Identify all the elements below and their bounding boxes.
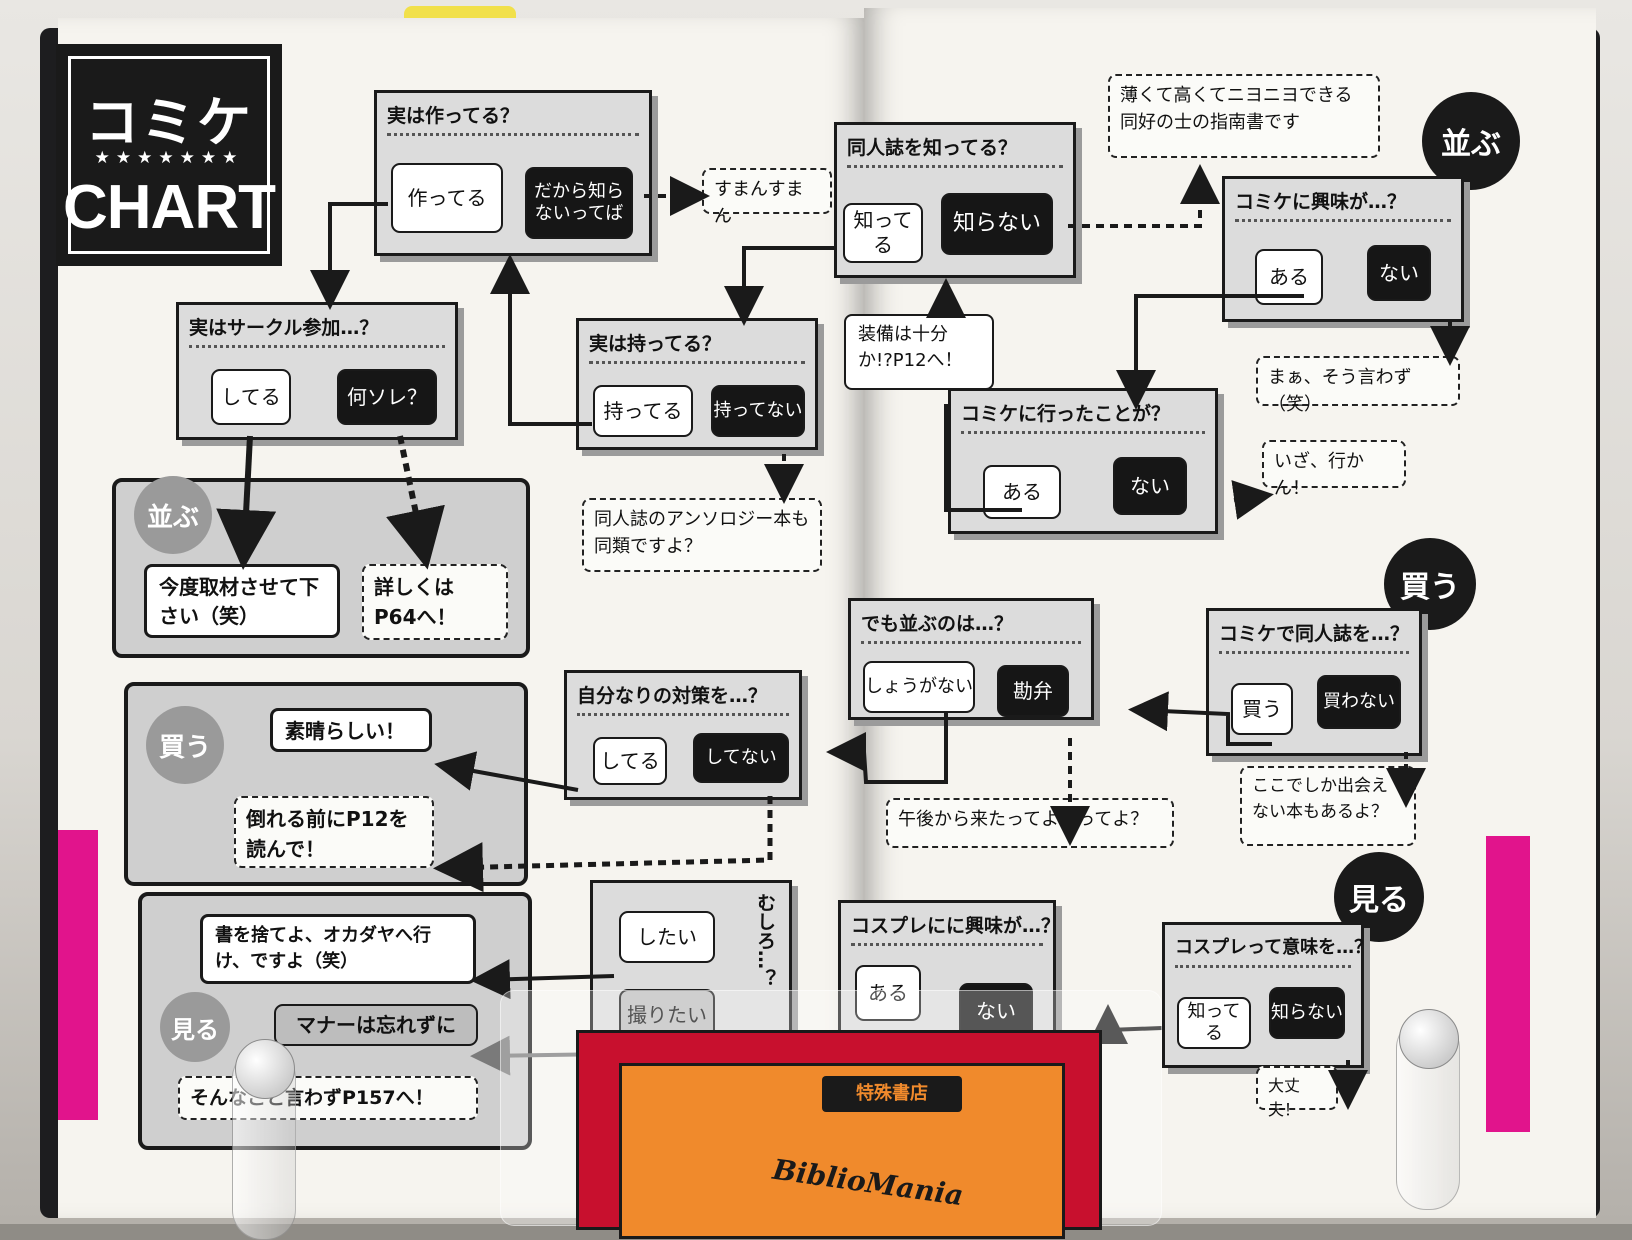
question-box-demo: でも並ぶのは…？ しょうがない 勘弁 (848, 598, 1094, 720)
answer-no: ない (1367, 245, 1431, 301)
answer-no: 買わない (1317, 675, 1401, 729)
question-text: コミケに興味が…？ (1235, 191, 1407, 213)
question-box-doujinshi: 同人誌を知ってる？ 知ってる 知らない (834, 122, 1076, 278)
result-shuzai: 今度取材させて下さい（笑） (144, 564, 340, 638)
answer-no: 知らない (941, 193, 1053, 255)
answer-yes: 知ってる (1177, 997, 1251, 1049)
answer-no: 勘弁 (997, 665, 1069, 717)
dotted-divider (387, 133, 639, 136)
badge-narabu-right: 並ぶ (1422, 92, 1520, 190)
dotted-divider (1219, 651, 1409, 654)
logo-stars: ★★★★★★★ (94, 148, 244, 168)
result-subarashii: 素晴らしい！ (270, 708, 432, 752)
answer-shitai: したい (619, 911, 715, 963)
comike-chart-logo: コミケ ★★★★★★★ CHART (56, 44, 282, 266)
logo-subtitle: CHART (63, 173, 276, 242)
answer-no: 何ソレ？ (337, 369, 437, 425)
note-maa: まぁ、そう言わず（笑） (1256, 356, 1460, 415)
dotted-divider (1235, 219, 1451, 222)
page-clip-left (232, 1039, 296, 1240)
dotted-divider (861, 641, 1081, 644)
answer-yes: ある (855, 965, 921, 1021)
dotted-divider (851, 943, 1043, 946)
dotted-divider (577, 713, 789, 716)
answer-yes: 買う (1231, 683, 1293, 735)
question-text: 同人誌を知ってる？ (847, 137, 1018, 159)
result-p64: 詳しくはP64へ！ (362, 564, 508, 640)
question-box-tsukutteru: 実は作ってる？ 作ってる だから知らないってば (374, 90, 652, 256)
question-text: でも並ぶのは…？ (861, 613, 1014, 635)
question-text: コミケで同人誌を…？ (1219, 623, 1410, 645)
question-box-kau: コミケで同人誌を…？ 買う 買わない (1206, 608, 1422, 756)
dotted-divider (847, 165, 1063, 168)
bookmark-plate: 特殊書店 BiblioMania (619, 1063, 1065, 1239)
question-box-cosplay-imi: コスプレって意味を…？ 知ってる 知らない (1162, 922, 1372, 1068)
result-panel-narabu: 並ぶ 今度取材させて下さい（笑） 詳しくはP64へ！ (112, 476, 530, 658)
clip-ball (1399, 1009, 1459, 1069)
badge-kau: 買う (146, 706, 224, 784)
answer-no: ない (959, 983, 1033, 1039)
answer-no: ない (1113, 457, 1187, 515)
result-panel-miru: 見る 書を捨てよ、オカダヤへ行け、ですよ（笑） マナーは忘れずに そんなこと言わ… (138, 892, 532, 1150)
answer-no: だから知らないってば (525, 167, 633, 239)
question-box-circle: 実はサークル参加…？ してる 何ソレ？ (176, 302, 458, 440)
answer-no: 持ってない (711, 385, 805, 437)
question-text-vertical: むしろ…？ (754, 893, 776, 988)
logo-border (68, 56, 270, 254)
question-text: コスプレにに興味が…？ (851, 915, 1061, 937)
answer-yes: 持ってる (593, 385, 693, 437)
page-clip-right (1396, 1009, 1460, 1210)
question-text: 自分なりの対策を…？ (577, 685, 768, 707)
note-suman: すまんすまん (702, 168, 832, 227)
question-text: 実はサークル参加…？ (189, 317, 379, 339)
clip-ball (235, 1039, 295, 1099)
bookmark-brand: BiblioMania (770, 1152, 966, 1213)
result-p12: 倒れる前にP12を読んで！ (234, 796, 434, 868)
question-text: 実は持ってる？ (589, 333, 722, 355)
logo-title: コミケ (85, 91, 253, 154)
answer-yes: してる (593, 737, 667, 785)
note-kokode: ここでしか出会えない本もあるよ？ (1240, 766, 1416, 846)
dotted-divider (961, 431, 1205, 434)
note-shinan: 薄くて高くてニヨニヨできる同好の士の指南書です (1108, 74, 1380, 158)
question-text: コスプレって意味を…？ (1175, 937, 1373, 958)
answer-yes: しょうがない (863, 661, 975, 713)
result-manner: マナーは忘れずに (274, 1004, 478, 1046)
dotted-divider (189, 345, 445, 348)
pink-page-edge-left (58, 830, 98, 1120)
question-box-kyoumi: コミケに興味が…？ ある ない (1222, 176, 1464, 322)
question-text: 実は作ってる？ (387, 105, 520, 127)
answer-no: 知らない (1269, 987, 1345, 1039)
answer-yes: 作ってる (391, 163, 503, 233)
bookmark-shop-label: 特殊書店 (822, 1076, 962, 1112)
question-box-taisaku: 自分なりの対策を…？ してる してない (564, 670, 802, 800)
pink-page-edge-right (1486, 836, 1530, 1132)
note-iza: いざ、行かん！ (1262, 440, 1406, 499)
answer-yes: してる (211, 369, 291, 425)
note-soubi: 装備は十分か!?P12へ！ (844, 314, 994, 390)
answer-no: してない (693, 733, 789, 783)
answer-yes: 知ってる (843, 203, 923, 263)
question-box-motteru: 実は持ってる？ 持ってる 持ってない (576, 318, 818, 450)
bibliomania-bookmark: 特殊書店 BiblioMania (576, 1030, 1102, 1239)
result-okadaya: 書を捨てよ、オカダヤへ行け、ですよ（笑） (200, 914, 476, 984)
badge-narabu: 並ぶ (134, 476, 212, 554)
dotted-divider (1175, 965, 1351, 968)
dotted-divider (589, 361, 805, 364)
note-anthology: 同人誌のアンソロジー本も同類ですよ？ (582, 498, 822, 572)
badge-miru: 見る (160, 992, 230, 1062)
